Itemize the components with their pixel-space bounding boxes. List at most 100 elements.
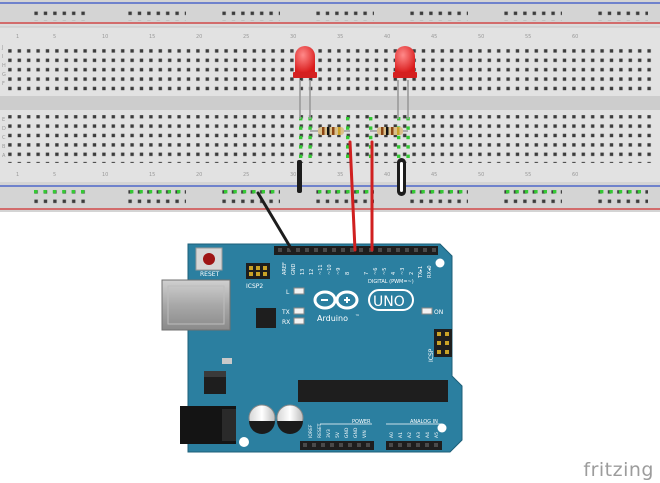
column-number: 30 <box>290 172 296 178</box>
power-pin-label: GND <box>344 427 350 438</box>
column-number: 5 <box>53 172 56 178</box>
header-socket <box>398 443 402 447</box>
header-socket <box>303 443 307 447</box>
pin-label: 8 <box>345 272 351 275</box>
trademark: ™ <box>355 314 360 320</box>
header-socket <box>416 443 420 447</box>
icsp-label: ICSP <box>428 348 435 362</box>
pin-label: ~11 <box>318 264 324 275</box>
power-pin-label: IOREF <box>308 424 314 438</box>
analog-pin-label: A0 <box>389 432 395 438</box>
black-jumper-1 <box>297 160 302 193</box>
atmega-chip <box>298 380 448 402</box>
column-number: 35 <box>337 34 343 40</box>
pin-label: ~10 <box>327 264 333 275</box>
power-header <box>300 441 374 450</box>
pin-label: 13 <box>300 269 306 275</box>
column-number: 35 <box>337 172 343 178</box>
pin-label: 12 <box>309 269 315 275</box>
header-socket <box>296 248 300 252</box>
arduino-uno-board: RESET ICSP2 L TX RX ON UNO Arduino ™ <box>161 243 463 453</box>
icsp2-label: ICSP2 <box>246 283 263 290</box>
arduino-logo <box>313 289 414 311</box>
pin-label: AREF <box>282 262 288 275</box>
row-letter: C <box>2 135 6 141</box>
header-socket <box>312 443 316 447</box>
header-socket <box>339 443 343 447</box>
column-number: 25 <box>243 34 249 40</box>
led-2 <box>393 46 417 119</box>
led-1 <box>293 46 317 119</box>
header-socket <box>323 248 327 252</box>
column-number: 60 <box>572 34 578 40</box>
gnd-wire <box>256 191 294 252</box>
column-number: 55 <box>525 34 531 40</box>
header-socket <box>314 248 318 252</box>
analog-pin-label: A3 <box>416 432 422 438</box>
header-socket <box>378 248 382 252</box>
header-socket <box>330 443 334 447</box>
analog-pin-label: A1 <box>398 432 404 438</box>
header-socket <box>389 443 393 447</box>
led-tx-label: TX <box>281 309 290 316</box>
column-number: 5 <box>53 34 56 40</box>
power-label: POWER <box>352 419 371 425</box>
column-number: 50 <box>478 34 484 40</box>
pin-label: 2 <box>409 272 415 275</box>
column-number: 20 <box>196 172 202 178</box>
pin-label: 4 <box>391 272 397 275</box>
row-letter: D <box>2 126 6 132</box>
power-pin-label: RESET <box>317 423 323 438</box>
column-number: 1 <box>16 34 19 40</box>
fritzing-watermark: fritzing <box>583 459 654 481</box>
analog-header <box>386 441 442 450</box>
header-socket <box>321 443 325 447</box>
analog-pin-label: A4 <box>425 432 431 438</box>
row-letter: G <box>2 72 6 78</box>
column-number: 10 <box>102 34 108 40</box>
header-socket <box>341 248 345 252</box>
header-socket <box>425 443 429 447</box>
signal-wire-pin8 <box>348 140 357 252</box>
column-number: 20 <box>196 34 202 40</box>
row-letter: F <box>2 81 5 87</box>
analog-pin-label: A5 <box>434 432 440 438</box>
icsp2-header <box>246 263 270 279</box>
header-socket <box>423 248 427 252</box>
power-pin-label: VIN <box>362 430 368 438</box>
pin-label: GND <box>291 263 297 275</box>
column-number: 40 <box>384 34 390 40</box>
row-letter: E <box>2 117 5 123</box>
header-socket <box>348 443 352 447</box>
column-number: 25 <box>243 172 249 178</box>
column-number: 60 <box>572 172 578 178</box>
on-label: ON <box>434 309 443 316</box>
capacitor <box>276 404 304 434</box>
column-number: 45 <box>431 172 437 178</box>
pin-label: TX▸1 <box>418 266 424 279</box>
reset-button-cap[interactable] <box>203 253 215 265</box>
header-socket <box>405 248 409 252</box>
column-number: 30 <box>290 34 296 40</box>
header-socket <box>278 248 282 252</box>
header-socket <box>332 248 336 252</box>
resistor-2 <box>370 127 408 135</box>
led-l-label: L <box>286 289 290 296</box>
row-letter: B <box>2 144 6 150</box>
header-socket <box>359 248 363 252</box>
pin-label: ~6 <box>373 268 379 275</box>
pin-label: ~9 <box>336 268 342 275</box>
row-letter: A <box>2 153 6 159</box>
pin-label: ~5 <box>382 268 388 275</box>
header-socket <box>434 443 438 447</box>
header-socket <box>407 443 411 447</box>
column-number: 45 <box>431 34 437 40</box>
row-letter: J <box>1 45 3 51</box>
column-number: 40 <box>384 172 390 178</box>
header-socket <box>396 248 400 252</box>
pin-label: 7 <box>364 272 370 275</box>
reset-label: RESET <box>200 271 220 278</box>
column-number: 15 <box>149 172 155 178</box>
